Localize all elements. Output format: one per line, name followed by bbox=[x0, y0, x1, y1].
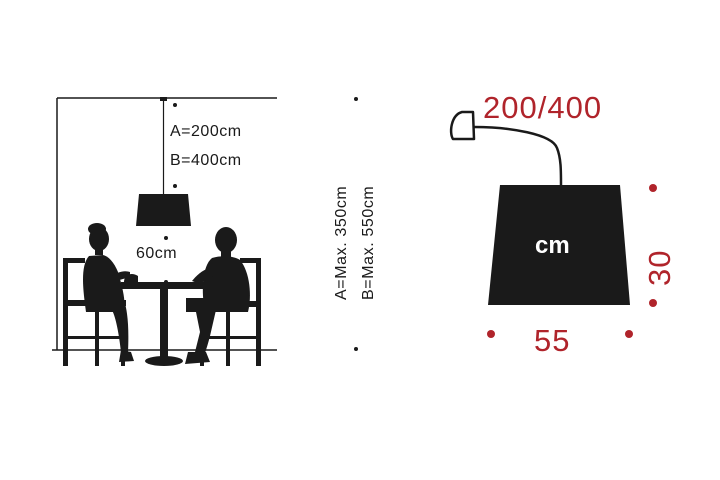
dim-dot bbox=[625, 330, 633, 338]
dining-table bbox=[121, 274, 215, 366]
shade-height-label: 30 bbox=[642, 249, 677, 286]
ceiling-mount bbox=[160, 97, 167, 101]
dim-dot bbox=[649, 184, 657, 192]
arm-length-label: 200/400 bbox=[483, 90, 603, 125]
room-scene bbox=[52, 97, 277, 366]
overall-label-a: A=Max. 350cm bbox=[333, 185, 350, 300]
dim-dot bbox=[354, 97, 358, 101]
dim-dot bbox=[164, 236, 168, 240]
shade-unit-label: cm bbox=[535, 232, 570, 259]
scene-label-a: A=200cm bbox=[170, 123, 242, 140]
dim-dot bbox=[173, 103, 177, 107]
dim-dot bbox=[487, 330, 495, 338]
overall-label-b: B=Max. 550cm bbox=[360, 185, 377, 300]
dim-dot bbox=[173, 184, 177, 188]
scene-label-b: B=400cm bbox=[170, 152, 242, 169]
table-height-label: 60cm bbox=[136, 245, 178, 262]
right-person bbox=[185, 227, 250, 364]
wall-lamp bbox=[449, 110, 657, 338]
wall-lamp-shade bbox=[488, 185, 630, 305]
left-person bbox=[83, 223, 134, 362]
dim-dot bbox=[354, 347, 358, 351]
lamp-arm bbox=[473, 125, 563, 186]
dim-dot bbox=[649, 299, 657, 307]
wall-mount bbox=[449, 110, 476, 141]
shade-width-label: 55 bbox=[534, 323, 571, 358]
pendant-shade bbox=[136, 194, 191, 226]
